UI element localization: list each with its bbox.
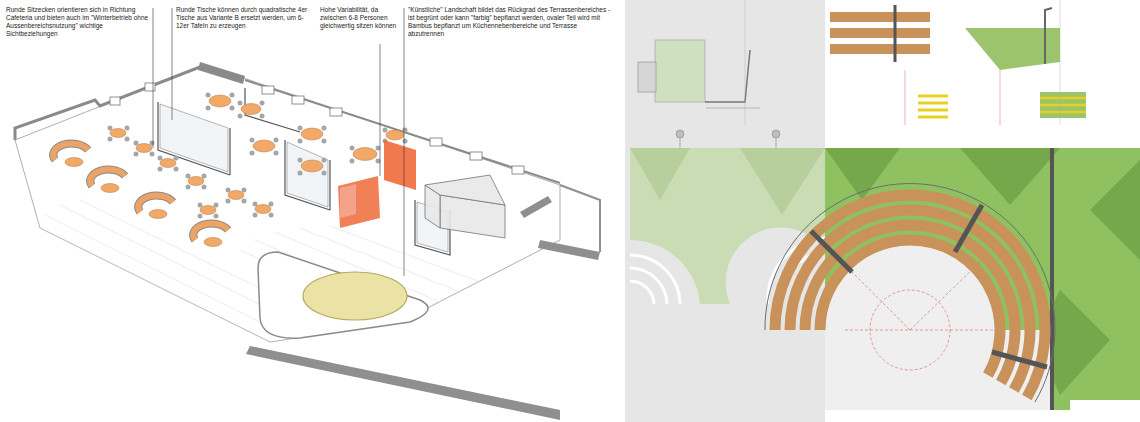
annotation-note: Runde Sitzecken orientieren sich in Rich… — [6, 6, 151, 39]
annotation-note: Runde Tische können durch quadratische 4… — [176, 6, 311, 30]
leader-lines — [153, 8, 404, 276]
seat-corners — [53, 144, 228, 247]
bench-details — [625, 0, 1140, 422]
annotation-note: Hohe Variabilität, da zwischen 6-8 Perso… — [320, 6, 402, 30]
axonometric-plan — [15, 8, 600, 420]
annotation-note: "Künstliche" Landschaft bildet das Rückg… — [408, 6, 613, 39]
